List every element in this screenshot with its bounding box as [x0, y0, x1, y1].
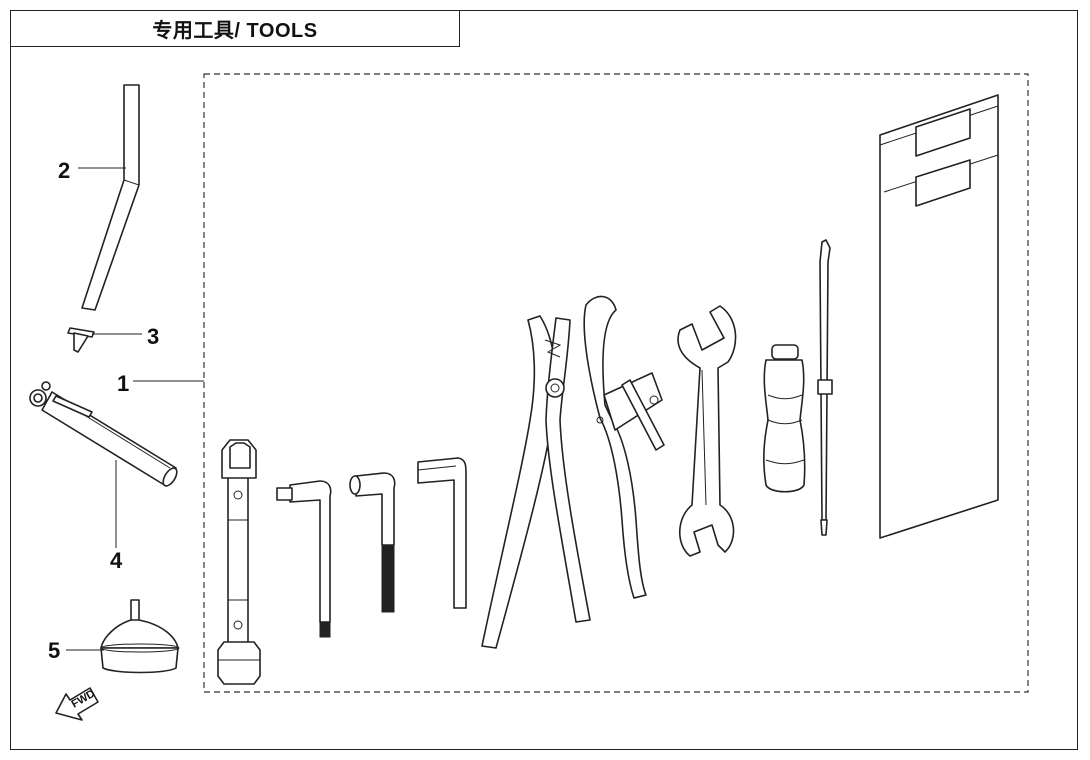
hex-key-bit — [276, 480, 332, 638]
callout-3: 3 — [147, 324, 159, 349]
page-title: 专用工具/ TOOLS — [152, 20, 318, 42]
tire-gauge — [29, 381, 178, 487]
double-open-end-spanner — [677, 305, 737, 557]
title-box: 专用工具/ TOOLS — [10, 10, 460, 47]
bent-rod — [81, 84, 140, 311]
callout-5: 5 — [48, 638, 60, 663]
drawing-frame — [10, 10, 1078, 750]
callout-2: 2 — [58, 158, 70, 183]
tool-pouch — [879, 94, 999, 539]
tube-socket-wrench — [217, 439, 261, 685]
allen-key-large — [417, 457, 467, 609]
slip-joint-wrench — [583, 295, 665, 599]
allen-key-medium — [349, 472, 396, 613]
callout-4: 4 — [110, 548, 123, 573]
screwdriver-shaft — [817, 239, 833, 536]
fwd-arrow-icon: FWD — [55, 687, 99, 721]
nozzle-tip — [67, 327, 95, 353]
funnel — [100, 599, 180, 674]
pliers — [481, 315, 591, 649]
screwdriver-handle — [763, 344, 806, 493]
leader-lines — [66, 167, 204, 651]
tool-kit-boundary — [203, 73, 1029, 693]
callout-1: 1 — [117, 371, 129, 396]
